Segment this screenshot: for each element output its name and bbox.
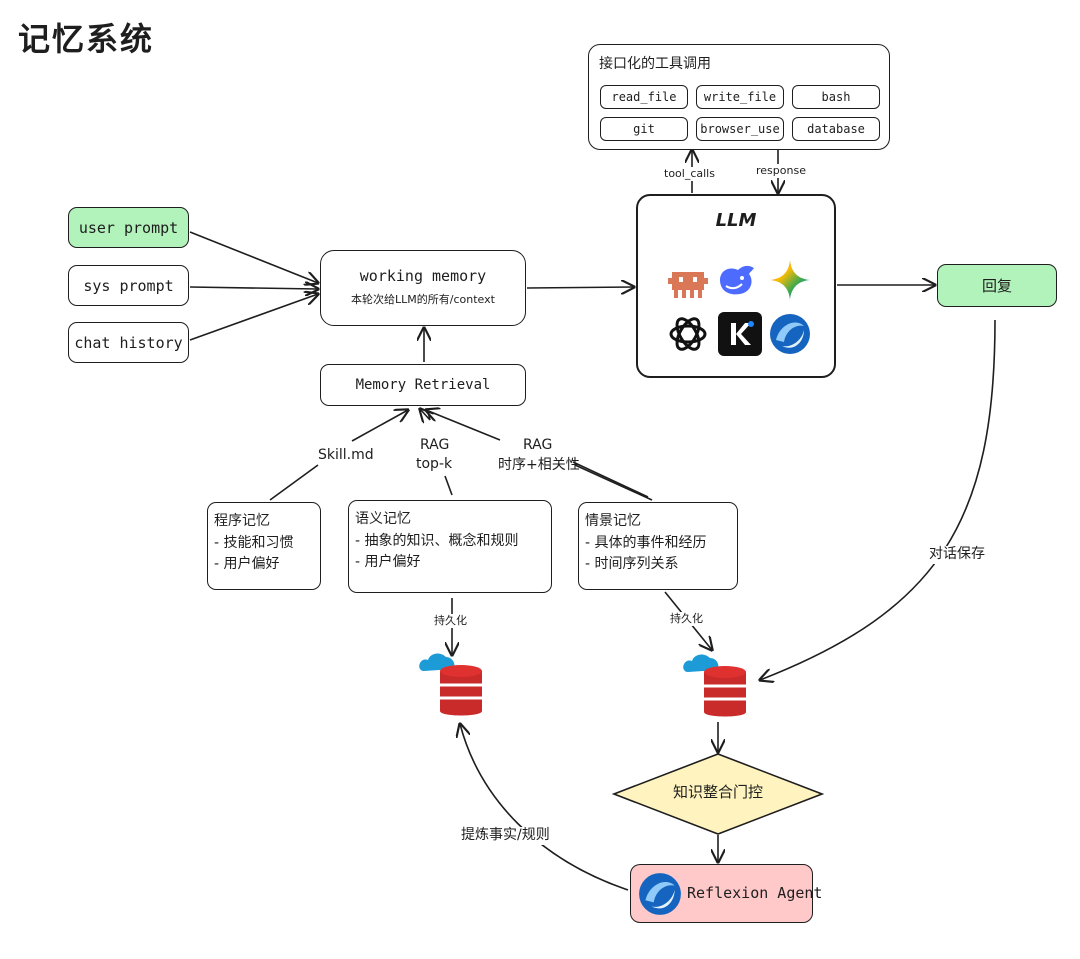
edge-label-tool-calls: tool_calls (664, 167, 715, 181)
tool-git[interactable]: git (600, 117, 688, 141)
arrow-wm-to-llm (526, 287, 634, 288)
procedural-memory-title: 程序记忆 (214, 513, 270, 529)
llm-title: LLM (715, 210, 757, 231)
edge-label-extract: 提炼事实/规则 (461, 827, 550, 845)
edge-label-response: response (756, 164, 806, 178)
working-memory-title: working memory (359, 267, 487, 285)
knowledge-gate-diamond (612, 753, 824, 835)
doubao-icon (639, 873, 681, 915)
tool-browser-use[interactable]: browser_use (696, 117, 784, 141)
openai-icon (669, 317, 707, 351)
edge-label-persist-1: 持久化 (434, 614, 467, 628)
episodic-memory-title: 情景记忆 (585, 513, 641, 529)
llm-box: LLM (636, 194, 836, 378)
arrow-sys-to-wm (189, 287, 318, 289)
page-title: 记忆系统 (18, 20, 155, 58)
reflexion-agent-label: Reflexion Agent (687, 884, 823, 902)
arrow-extract (460, 724, 629, 891)
arrow-chat-to-wm (189, 294, 318, 341)
tools-panel: 接口化的工具调用 read_file write_file bash git b… (588, 44, 890, 150)
working-memory-subtitle: 本轮次给LLM的所有/context (351, 293, 495, 306)
tool-database[interactable]: database (792, 117, 880, 141)
procedural-memory-line-2: - 用户偏好 (214, 556, 280, 573)
semantic-memory-title: 语义记忆 (355, 511, 411, 527)
claude-code-icon (668, 272, 708, 298)
doubao-icon (770, 314, 810, 354)
arrow-user-to-wm (189, 231, 318, 283)
memory-retrieval-box: Memory Retrieval (320, 364, 526, 406)
edge-label-rag2-a: RAG (523, 437, 553, 453)
knowledge-gate-label: 知识整合门控 (672, 783, 763, 801)
tools-panel-title: 接口化的工具调用 (599, 56, 711, 72)
sys-prompt-box[interactable]: sys prompt (68, 265, 189, 306)
tool-write-file[interactable]: write_file (696, 85, 784, 109)
semantic-memory-line-2: - 用户偏好 (355, 554, 421, 571)
working-memory-box: working memory 本轮次给LLM的所有/context (320, 250, 526, 326)
edge-label-rag1-a: RAG (420, 437, 450, 453)
semantic-database-icon (419, 653, 482, 716)
edge-label-persist-2: 持久化 (670, 612, 703, 626)
procedural-memory-line-1: - 技能和习惯 (214, 534, 294, 551)
deepseek-whale-icon (720, 265, 754, 295)
arrow-rag2 (426, 410, 653, 501)
arrow-skill (269, 410, 408, 501)
reflexion-agent-box[interactable]: Reflexion Agent (630, 864, 822, 923)
chat-history-box[interactable]: chat history (68, 322, 189, 363)
tool-read-file[interactable]: read_file (600, 85, 688, 109)
episodic-database-icon (683, 654, 746, 717)
edge-label-rag1-b: top-k (416, 456, 453, 472)
user-prompt-box[interactable]: user prompt (68, 207, 189, 248)
semantic-memory-line-1: - 抽象的知识、概念和规则 (355, 532, 519, 549)
edge-label-skill: Skill.md (318, 447, 374, 465)
semantic-memory-box: 语义记忆 - 抽象的知识、概念和规则 - 用户偏好 (348, 500, 552, 593)
reply-box[interactable]: 回复 (937, 264, 1057, 307)
gemini-star-icon (770, 260, 810, 300)
procedural-memory-box: 程序记忆 - 技能和习惯 - 用户偏好 (207, 502, 321, 590)
kimi-icon (718, 312, 762, 356)
episodic-memory-box: 情景记忆 - 具体的事件和经历 - 时间序列关系 (578, 502, 738, 590)
edge-label-save: 对话保存 (929, 546, 985, 564)
episodic-memory-line-2: - 时间序列关系 (585, 556, 679, 573)
episodic-memory-line-1: - 具体的事件和经历 (585, 534, 707, 551)
tool-bash[interactable]: bash (792, 85, 880, 109)
edge-label-rag2-b: 时序+相关性 (498, 457, 580, 473)
